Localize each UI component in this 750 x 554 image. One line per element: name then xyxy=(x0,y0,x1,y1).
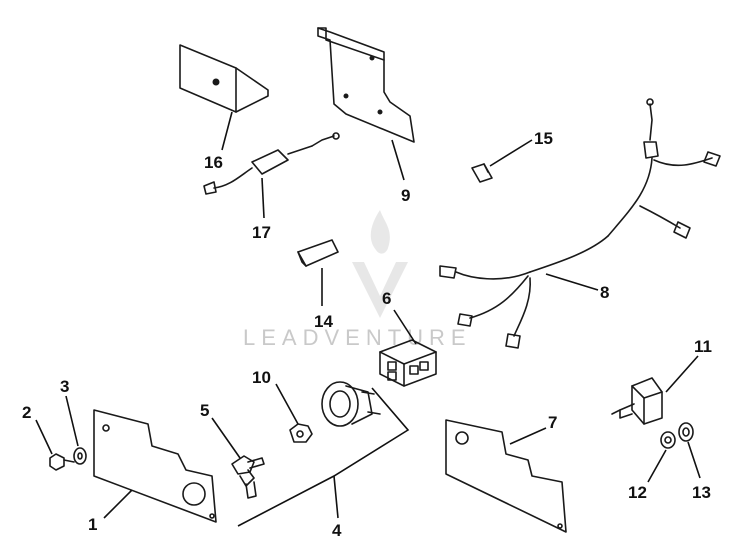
leader-12 xyxy=(647,449,667,483)
leader-3 xyxy=(65,395,79,447)
callout-15: 15 xyxy=(534,129,553,148)
leader-4-bracket xyxy=(237,387,410,527)
leader-10 xyxy=(275,383,299,425)
leader-7 xyxy=(509,427,547,445)
callout-6: 6 xyxy=(382,289,391,308)
leader-11 xyxy=(665,355,699,393)
part-17-fuse-holder xyxy=(203,132,340,195)
part-1-mounting-plate xyxy=(93,409,217,523)
part-8-wiring-harness xyxy=(439,98,721,349)
callout-16: 16 xyxy=(204,153,223,172)
callout-11: 11 xyxy=(694,337,712,356)
part-14-connector-boot xyxy=(297,239,339,267)
callout-3: 3 xyxy=(60,377,69,396)
callout-13: 13 xyxy=(692,483,711,502)
leader-15 xyxy=(489,139,533,167)
part-12-lock-washer xyxy=(660,431,676,449)
leader-9 xyxy=(391,139,405,181)
callout-5: 5 xyxy=(200,401,209,420)
leader-13 xyxy=(687,441,701,479)
callouts: 16 9 17 15 8 14 6 10 5 3 2 1 4 7 11 12 1… xyxy=(22,129,712,540)
callout-7: 7 xyxy=(548,413,557,432)
callout-14: 14 xyxy=(314,312,333,331)
part-10-nut xyxy=(289,423,313,443)
part-13-washer xyxy=(678,422,694,442)
callout-12: 12 xyxy=(628,483,647,502)
leader-8 xyxy=(545,273,599,291)
part-2-screw xyxy=(49,453,75,471)
leader-17 xyxy=(261,177,265,219)
leader-16 xyxy=(221,111,233,151)
callout-8: 8 xyxy=(600,283,609,302)
part-4-ignition-switch xyxy=(321,381,381,427)
watermark-text: LEADVENTURE xyxy=(243,325,472,350)
leader-5 xyxy=(211,417,241,459)
watermark: LEADVENTURE xyxy=(243,210,472,350)
leader-2 xyxy=(35,419,53,455)
leader-lines xyxy=(35,111,701,527)
part-11-toggle-switch xyxy=(611,377,663,425)
callout-17: 17 xyxy=(252,223,271,242)
part-5-keys xyxy=(231,455,265,499)
callout-1: 1 xyxy=(88,515,97,534)
callout-9: 9 xyxy=(401,186,410,205)
leader-4 xyxy=(333,475,339,519)
part-9-mounting-bracket xyxy=(317,27,415,143)
callout-2: 2 xyxy=(22,403,31,422)
part-3-washer xyxy=(73,447,87,465)
part-6-terminal-block xyxy=(379,339,437,387)
leader-1 xyxy=(103,489,133,519)
part-15-clip xyxy=(471,163,493,183)
part-16-angle-bracket xyxy=(179,44,269,113)
callout-10: 10 xyxy=(252,368,271,387)
callout-4: 4 xyxy=(332,521,342,540)
watermark-logo-icon xyxy=(352,210,408,318)
part-7-plate xyxy=(445,419,567,533)
leader-6 xyxy=(393,309,417,345)
